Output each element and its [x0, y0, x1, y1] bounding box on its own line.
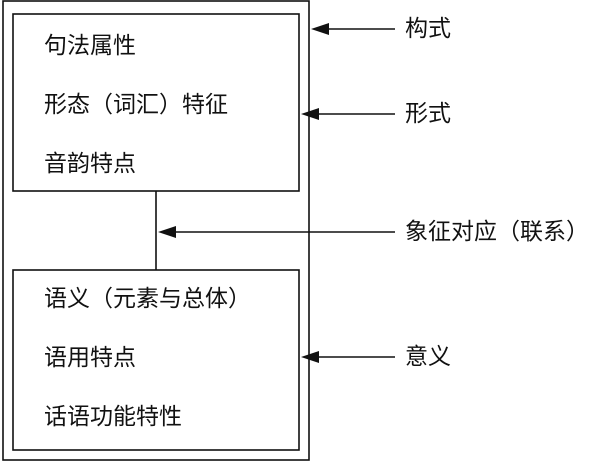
label-form: 形式 [405, 101, 451, 127]
form-box [12, 13, 300, 192]
meaning-item-pragmatics: 语用特点 [44, 345, 136, 371]
form-item-phonological-features: 音韵特点 [44, 151, 136, 177]
symbolic-link-arrow-head [158, 226, 176, 238]
form-item-morphological-features: 形态（词汇）特征 [44, 92, 228, 118]
label-construction: 构式 [405, 16, 451, 42]
form-arrow-head [301, 108, 319, 120]
form-item-syntactic-properties: 句法属性 [44, 33, 136, 59]
label-meaning: 意义 [405, 344, 451, 370]
label-symbolic-link: 象征对应（联系） [405, 219, 589, 245]
meaning-item-semantics: 语义（元素与总体） [44, 286, 251, 312]
meaning-arrow-head [301, 351, 319, 363]
meaning-item-discourse-function: 话语功能特性 [44, 404, 182, 430]
construction-arrow-head [311, 23, 329, 35]
